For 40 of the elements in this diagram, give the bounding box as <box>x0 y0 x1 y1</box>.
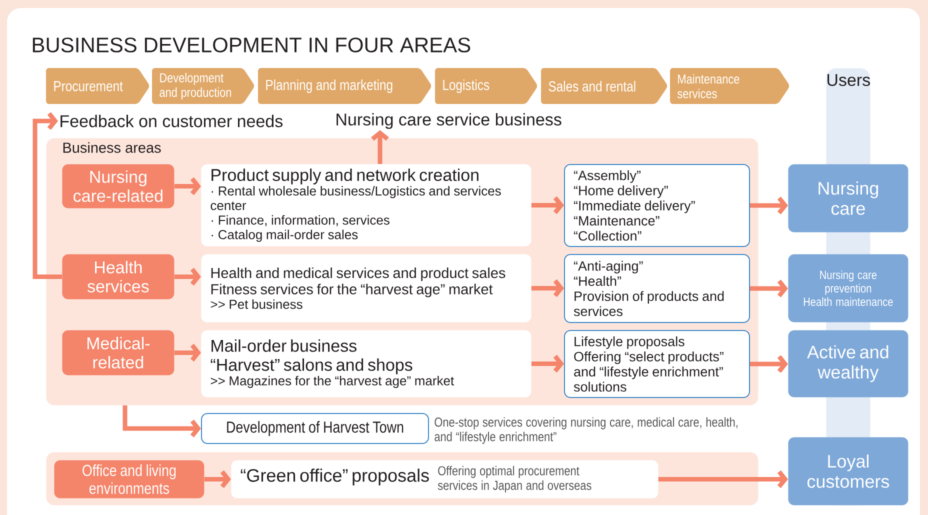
area-box: Medical-related <box>62 330 174 376</box>
business-box: Health and medical services and product sales Fitness services for the “harvest age” market >> Pet business <box>201 254 532 322</box>
stage-banner: Procurement <box>46 68 150 104</box>
area-box: Office and living environments <box>54 460 204 498</box>
note-text: One-stop services covering nursing care, medical care, health, and “lifestyle enrichment” <box>434 417 738 444</box>
area-box: Nursing care-related <box>62 164 174 208</box>
area-box: Health services <box>62 254 174 300</box>
arrow <box>122 405 201 438</box>
stage-banner: Sales and rental <box>541 68 668 104</box>
arrow <box>750 196 788 214</box>
arrow <box>531 354 564 373</box>
flow-text: Feedback on customer needs <box>60 114 283 128</box>
business-box: Mail-order business “Harvest” salons and shops >> Magazines for the “harvest age” market <box>201 330 532 398</box>
proposal-box: “Green office” proposals Offering optimal procurement services in Japan and overseas <box>231 460 658 498</box>
arrow <box>750 280 788 298</box>
arrow <box>371 130 389 164</box>
arrow <box>174 344 201 362</box>
arrow <box>174 268 201 286</box>
user-box: Active and wealthy <box>788 330 908 398</box>
arrow <box>658 470 788 488</box>
user-box: Loyal customers <box>788 437 908 506</box>
stage-banner: Maintenance services <box>670 68 790 104</box>
service-box: “Anti-aging” “Health” Provision of products and services <box>564 254 750 323</box>
user-box: Nursing care prevention Health maintenance <box>788 254 908 322</box>
stage-banner: Development and production <box>152 68 254 104</box>
arrow <box>531 196 564 214</box>
project-box: Development of Harvest Town <box>201 413 429 444</box>
business-box: Product supply and network creation · Rental wholesale business/Logistics and services center · Finance, information, services · Catalog mail-order sales <box>201 164 532 246</box>
flow-text: Nursing care service business <box>336 113 562 129</box>
user-box: Nursing care <box>788 164 908 232</box>
arrow <box>32 112 62 279</box>
arrow <box>750 355 788 373</box>
stage-banner: Logistics <box>435 68 538 104</box>
arrow <box>174 177 201 196</box>
service-box: Lifestyle proposals Offering “select products” and “lifestyle enrichment” solutions <box>564 330 750 398</box>
arrow <box>531 279 564 298</box>
service-box: “Assembly” “Home delivery” “Immediate delivery” “Maintenance” “Collection” <box>564 164 750 247</box>
stage-banner: Planning and marketing <box>258 68 432 104</box>
title: BUSINESS DEVELOPMENT IN FOUR AREAS <box>32 38 470 52</box>
arrow <box>204 470 231 488</box>
